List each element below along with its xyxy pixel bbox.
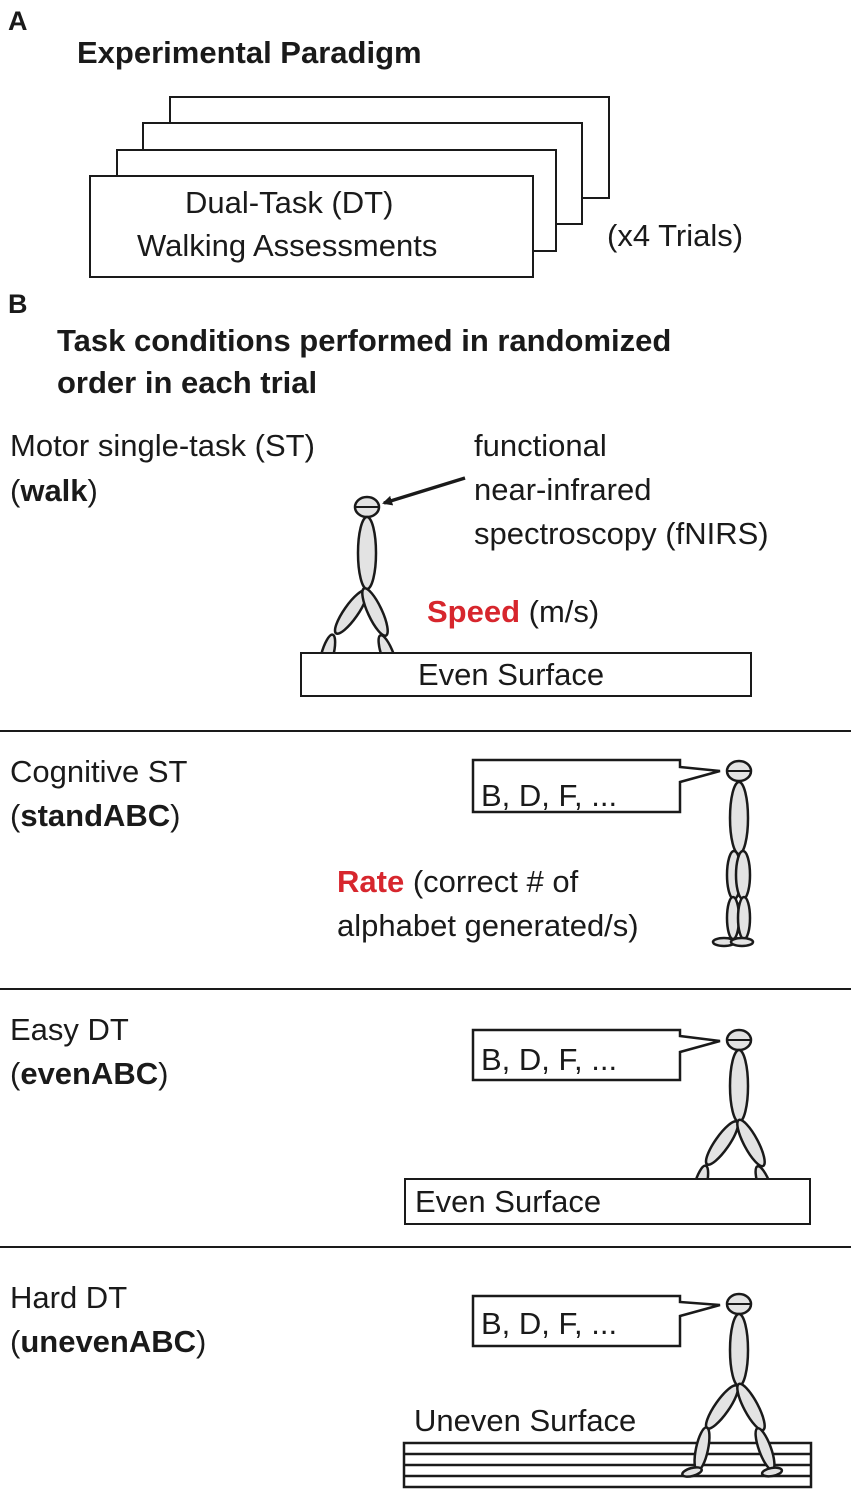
- even-surface-dt: Even Surface: [404, 1178, 811, 1225]
- trial-box-line1: Dual-Task (DT): [185, 185, 394, 220]
- divider-3: [0, 1246, 851, 1248]
- figure-torso: [728, 780, 750, 856]
- condition-even-code: (evenABC): [10, 1056, 169, 1091]
- figure-right-thigh: [736, 1382, 766, 1432]
- speech-bubble-even: [471, 1028, 721, 1082]
- panel-b-title-line1: Task conditions performed in randomized: [57, 323, 672, 358]
- figure-right-thigh: [361, 587, 389, 637]
- condition-walk-code: (walk): [10, 473, 98, 508]
- figure-left-foot: [681, 1466, 703, 1478]
- condition-even-name: Easy DT: [10, 1012, 129, 1047]
- figure-right-shin: [736, 895, 752, 941]
- even-surface-walk: Even Surface: [300, 652, 752, 697]
- even-surface-walk-label: Even Surface: [418, 657, 605, 692]
- speech-bubble-uneven: [471, 1294, 721, 1348]
- condition-stand-name: Cognitive ST: [10, 754, 188, 789]
- fnirs-label-line1: functional: [474, 428, 607, 463]
- trials-count: (x4 Trials): [607, 218, 744, 253]
- fnirs-label-line3: spectroscopy (fNIRS): [474, 516, 769, 551]
- uneven-surface-label: Uneven Surface: [414, 1403, 637, 1438]
- fnirs-arrow: [382, 476, 466, 506]
- figure-right-thigh: [736, 1118, 766, 1168]
- speech-text-even: B, D, F, ...: [481, 1042, 618, 1077]
- trial-card-1: Dual-Task (DT) Walking Assessments: [89, 175, 534, 278]
- fnirs-label-line2: near-infrared: [474, 472, 652, 507]
- rate-measure-line2: alphabet generated/s): [337, 908, 639, 943]
- figure-torso: [728, 1312, 750, 1388]
- speech-text-stand: B, D, F, ...: [481, 778, 618, 813]
- speech-bubble-stand: [471, 758, 721, 814]
- trial-box-line2: Walking Assessments: [137, 228, 438, 263]
- rate-measure-line1: Rate (correct # of: [337, 864, 579, 899]
- panel-a-letter: A: [8, 6, 28, 36]
- speed-measure: Speed (m/s): [427, 594, 600, 629]
- condition-uneven-code: (unevenABC): [10, 1324, 207, 1359]
- standing-figure: [711, 759, 755, 948]
- condition-uneven-name: Hard DT: [10, 1280, 128, 1315]
- panel-a-title: Experimental Paradigm: [77, 35, 422, 70]
- condition-stand-code: (standABC): [10, 798, 181, 833]
- speech-text-uneven: B, D, F, ...: [481, 1306, 618, 1341]
- divider-1: [0, 730, 851, 732]
- panel-b-letter: B: [8, 289, 28, 319]
- condition-walk-name: Motor single-task (ST): [10, 428, 315, 463]
- divider-2: [0, 988, 851, 990]
- figure-right-foot: [760, 1466, 784, 1478]
- uneven-surface-platform: [402, 1441, 813, 1489]
- figure-right-thigh: [734, 849, 752, 901]
- figure-torso: [356, 515, 378, 591]
- walking-figure-uneven: [681, 1292, 784, 1478]
- panel-b-title-line2: order in each trial: [57, 365, 318, 400]
- even-surface-dt-label: Even Surface: [415, 1184, 602, 1219]
- figure-right-foot: [729, 936, 755, 948]
- figure-torso: [728, 1048, 750, 1124]
